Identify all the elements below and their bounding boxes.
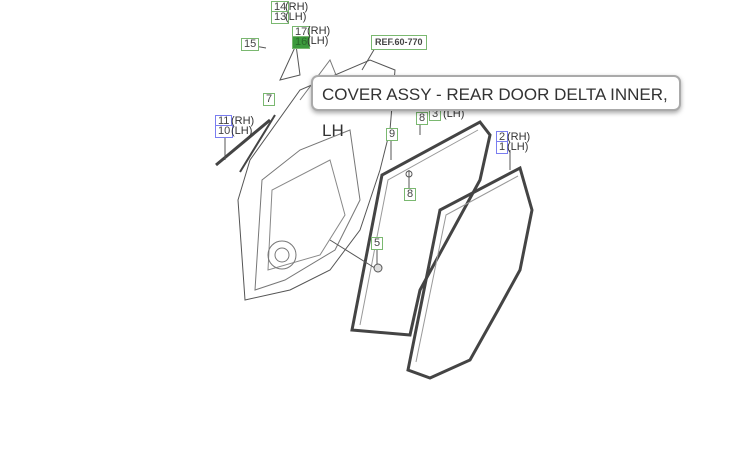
callout-13-side: (LH) xyxy=(285,11,307,23)
callout-16-side: (LH) xyxy=(307,35,329,47)
callout-13[interactable]: 13 xyxy=(271,11,290,24)
callout-15[interactable]: 15 xyxy=(241,38,260,51)
callout-16-selected[interactable]: 16 xyxy=(292,36,311,49)
body-weatherstrip xyxy=(406,165,534,380)
ref-60-770-link[interactable]: REF.60-770 xyxy=(371,35,427,50)
delta-cover-part xyxy=(279,43,301,81)
callout-9[interactable]: 9 xyxy=(386,128,399,141)
callout-3-side: (LH) xyxy=(443,108,465,120)
callout-8-bottom[interactable]: 8 xyxy=(404,188,417,201)
callout-2-side: (RH) xyxy=(507,131,531,143)
callout-10[interactable]: 10 xyxy=(215,125,234,138)
callout-5[interactable]: 5 xyxy=(371,237,384,250)
callout-1[interactable]: 1 xyxy=(496,141,509,154)
callout-10-side: (LH) xyxy=(231,125,253,137)
callout-8-top[interactable]: 8 xyxy=(416,112,429,125)
callout-7[interactable]: 7 xyxy=(263,93,276,106)
callout-1-side: (LH) xyxy=(507,141,529,153)
callout-14-side: (RH) xyxy=(285,1,309,13)
door-weatherstrip xyxy=(350,120,492,337)
callout-11-side: (RH) xyxy=(231,115,255,127)
part-tooltip: COVER ASSY - REAR DOOR DELTA INNER, LH xyxy=(311,75,681,140)
callout-17-side: (RH) xyxy=(307,25,331,37)
